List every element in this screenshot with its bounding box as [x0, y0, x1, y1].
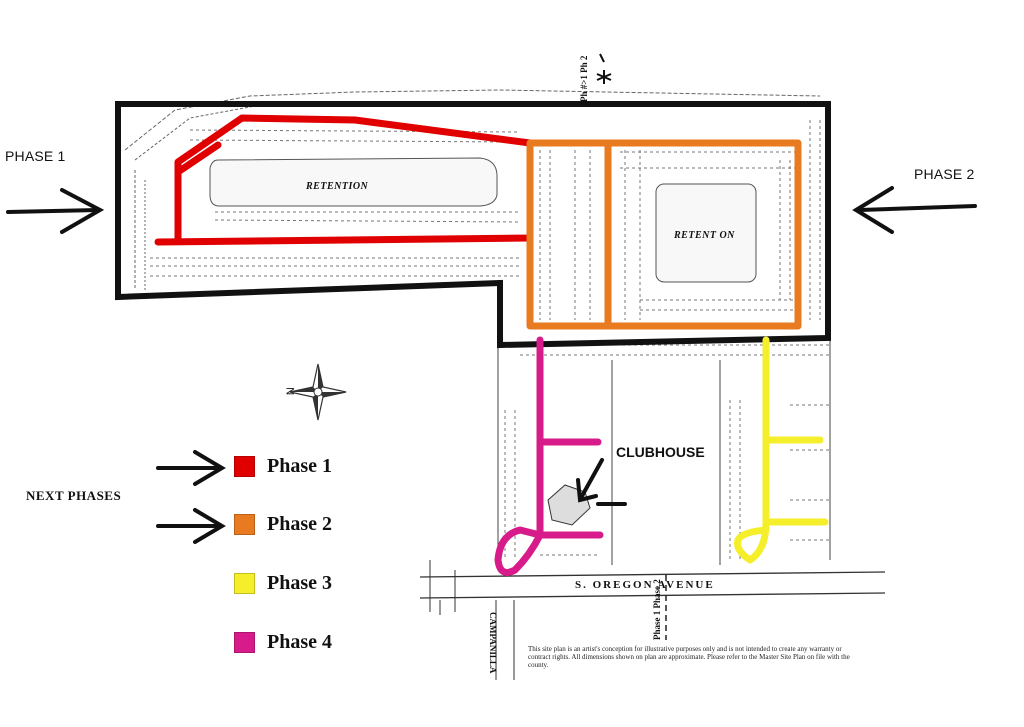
- phase-1-arrow: [6, 188, 105, 234]
- retention-pond-right: [655, 183, 757, 283]
- phase-1-route: [154, 114, 534, 246]
- compass-icon: [289, 363, 347, 421]
- retention-pond-left: [209, 157, 498, 207]
- phase-2-legend-arrow: [156, 508, 226, 544]
- phase-2-arrow: [852, 186, 977, 234]
- north-symbol: N: [285, 386, 298, 396]
- cross-street-label: CAMPANILLA: [488, 612, 498, 674]
- site-plan-sketch: [124, 89, 886, 680]
- legend-swatch-phase-4: [234, 632, 255, 653]
- phase-marker-asterisk-icon: [596, 53, 612, 84]
- legend-label-phase-2: Phase 2: [267, 513, 332, 535]
- legend-label-phase-4: Phase 4: [267, 631, 332, 653]
- legend-swatch-phase-2: [234, 514, 255, 535]
- disclaimer-note: This site plan is an artist's conception…: [528, 645, 850, 669]
- phase-3-route: [734, 336, 829, 564]
- retention-right-label: RETENT ON: [674, 230, 735, 241]
- legend-label-phase-1: Phase 1: [267, 455, 332, 477]
- legend-swatch-phase-3: [234, 573, 255, 594]
- phase-marker-top-label: Ph #>1 Ph 2: [579, 55, 589, 102]
- oregon-avenue-line-bottom: [419, 592, 886, 599]
- phase-2-arrow-label: PHASE 2: [914, 166, 975, 182]
- phase-4-route: [494, 336, 604, 576]
- street-label: S. OREGON AVENUE: [575, 579, 715, 591]
- current-phases-boundary: [115, 101, 831, 349]
- legend-item-phase-3: Phase 3: [234, 572, 332, 595]
- legend-item-phase-2: Phase 2: [234, 513, 332, 536]
- phase-1-arrow-label: PHASE 1: [5, 148, 66, 164]
- legend-item-phase-1: Phase 1: [234, 455, 332, 478]
- legend-item-phase-4: Phase 4: [234, 631, 332, 654]
- legend-label-phase-3: Phase 3: [267, 572, 332, 594]
- legend-swatch-phase-1: [234, 456, 255, 477]
- next-phases-label: NEXT PHASES: [26, 488, 122, 503]
- phase-1-legend-arrow: [156, 450, 226, 486]
- phase-marker-bottom-label: Phase 1 Phase 2: [652, 579, 662, 640]
- clubhouse-label: CLUBHOUSE: [616, 444, 705, 460]
- retention-left-label: RETENTION: [306, 181, 369, 192]
- phase-2-route: [526, 139, 802, 330]
- oregon-avenue-line-top: [419, 571, 886, 578]
- clubhouse-arrow: [576, 458, 627, 506]
